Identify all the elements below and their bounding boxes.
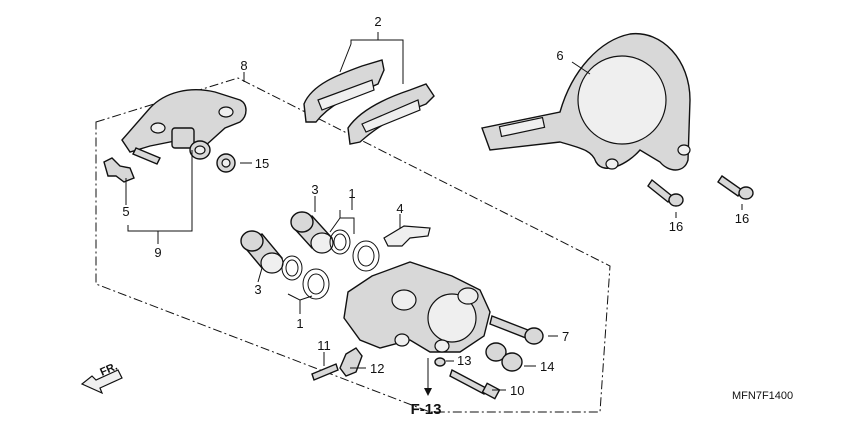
caliper-body [343, 261, 491, 353]
callout-1-upper: 1 [348, 186, 355, 201]
callout-5: 5 [122, 204, 129, 219]
diagram-code: MFN7F1400 [732, 390, 793, 402]
mounting-bolt-right [717, 175, 754, 200]
caliper-bracket-plate [481, 33, 691, 171]
callout-6: 6 [556, 48, 563, 63]
pin-plug [485, 342, 523, 372]
callout-13: 13 [457, 353, 471, 368]
pistons-and-seals [240, 211, 380, 300]
mounting-bolt-left [647, 178, 684, 207]
caliper-bracket [121, 89, 247, 165]
callout-2: 2 [374, 14, 381, 29]
callout-16-left: 16 [669, 219, 683, 234]
slide-pin [489, 315, 544, 345]
callout-4: 4 [396, 201, 403, 216]
pad-spring [383, 225, 431, 247]
front-direction-arrow [80, 369, 123, 395]
pad-pin [449, 368, 501, 400]
callout-9: 9 [154, 245, 161, 260]
callout-7: 7 [562, 329, 569, 344]
callout-3-lower: 3 [254, 282, 261, 297]
bleeder-screw [311, 363, 339, 381]
callout-3-upper: 3 [311, 182, 318, 197]
assembly-boundary [95, 77, 611, 413]
callout-11: 11 [317, 338, 331, 353]
leader-lines [125, 32, 743, 396]
callout-8: 8 [240, 58, 247, 73]
brake-pads [303, 59, 435, 145]
callout-16-right: 16 [735, 211, 749, 226]
reference-label: F-13 [411, 401, 442, 418]
sealing-washer [434, 357, 446, 367]
callout-10: 10 [510, 383, 524, 398]
pin-boot [216, 153, 236, 173]
callout-15: 15 [255, 156, 269, 171]
bleeder-cap [339, 347, 363, 377]
callout-1-lower: 1 [296, 316, 303, 331]
callout-14: 14 [540, 359, 554, 374]
callout-12: 12 [370, 361, 384, 376]
pad-retainer-clip [103, 157, 135, 183]
